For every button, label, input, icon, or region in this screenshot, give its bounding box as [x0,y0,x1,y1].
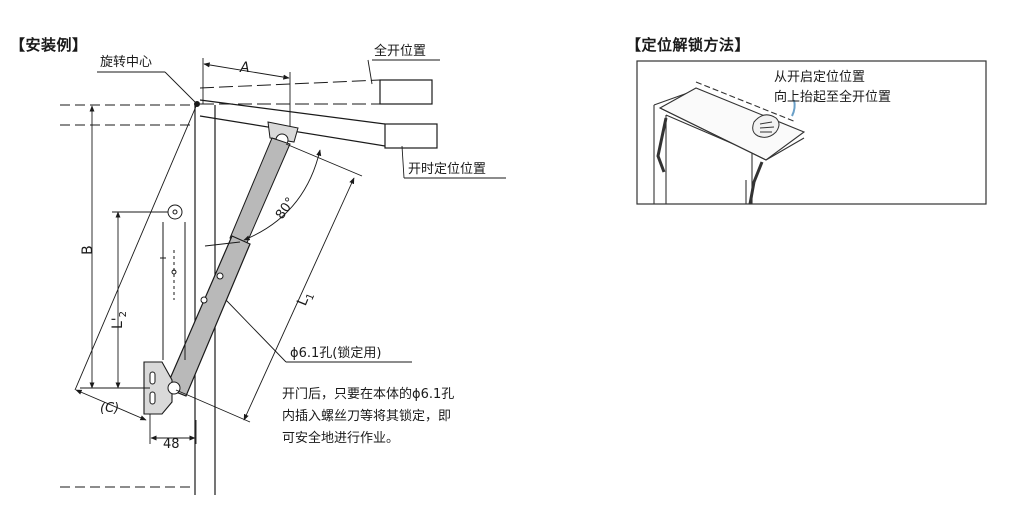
dimension-l2-label: L' [110,317,126,329]
rotation-center-marker [74,71,200,391]
dimension-l1-subscript: 1 [305,292,318,302]
lock-note-line: 可安全地进行作业。 [282,431,400,446]
cabinet-sketch [653,81,806,205]
dimension-a-label: A [239,60,250,76]
dimension-c-label: (C) [100,401,119,416]
unlock-illustration [636,60,987,205]
unlock-note-line: 向上抬起至全开位置 [774,90,892,105]
lock-note-line: 内插入螺丝刀等将其锁定，即 [282,409,452,424]
dimension-l2 [112,211,168,389]
angle-80 [204,149,322,247]
unlock-note-line: 从开启定位位置 [774,70,866,85]
hinge-rail [160,204,186,360]
unlock-method-heading: 【定位解锁方法】 [626,36,751,54]
callout-leaders [225,59,506,363]
lift-arrow-icon [791,99,796,117]
open-stop-label: 开时定位位置 [408,162,486,177]
dimension-l2-subscript: 2 [118,311,129,317]
unlock-instruction-note: 从开启定位位置 向上抬起至全开位置 [774,68,891,108]
angle-label: 80° [273,195,299,222]
lock-note-line: 开门后，只要在本体的ϕ6.1孔 [282,387,455,402]
hand-icon [752,114,780,138]
illustration-frame [636,60,987,205]
lock-instruction-note: 开门后，只要在本体的ϕ6.1孔 内插入螺丝刀等将其锁定，即 可安全地进行作业。 [282,384,454,450]
install-example-heading: 【安装例】 [10,36,88,54]
cabinet-wall [60,104,216,495]
cabinet-bracket [143,361,181,415]
dimension-48-label: 48 [163,437,180,452]
dimension-b-label: B [80,245,96,255]
dimension-c [75,389,147,421]
dimension-l1 [175,143,363,423]
rotation-center-label: 旋转中心 [100,55,152,70]
dimension-b [80,105,150,389]
lock-hole-label: ϕ6.1孔(锁定用) [290,345,381,361]
dimension-48 [149,414,197,444]
door-positions [199,79,438,149]
svg-text:L'2: L'2 [110,311,129,329]
full-open-label: 全开位置 [374,43,426,59]
dimension-a [202,58,291,126]
svg-text:L1: L1 [294,289,317,309]
